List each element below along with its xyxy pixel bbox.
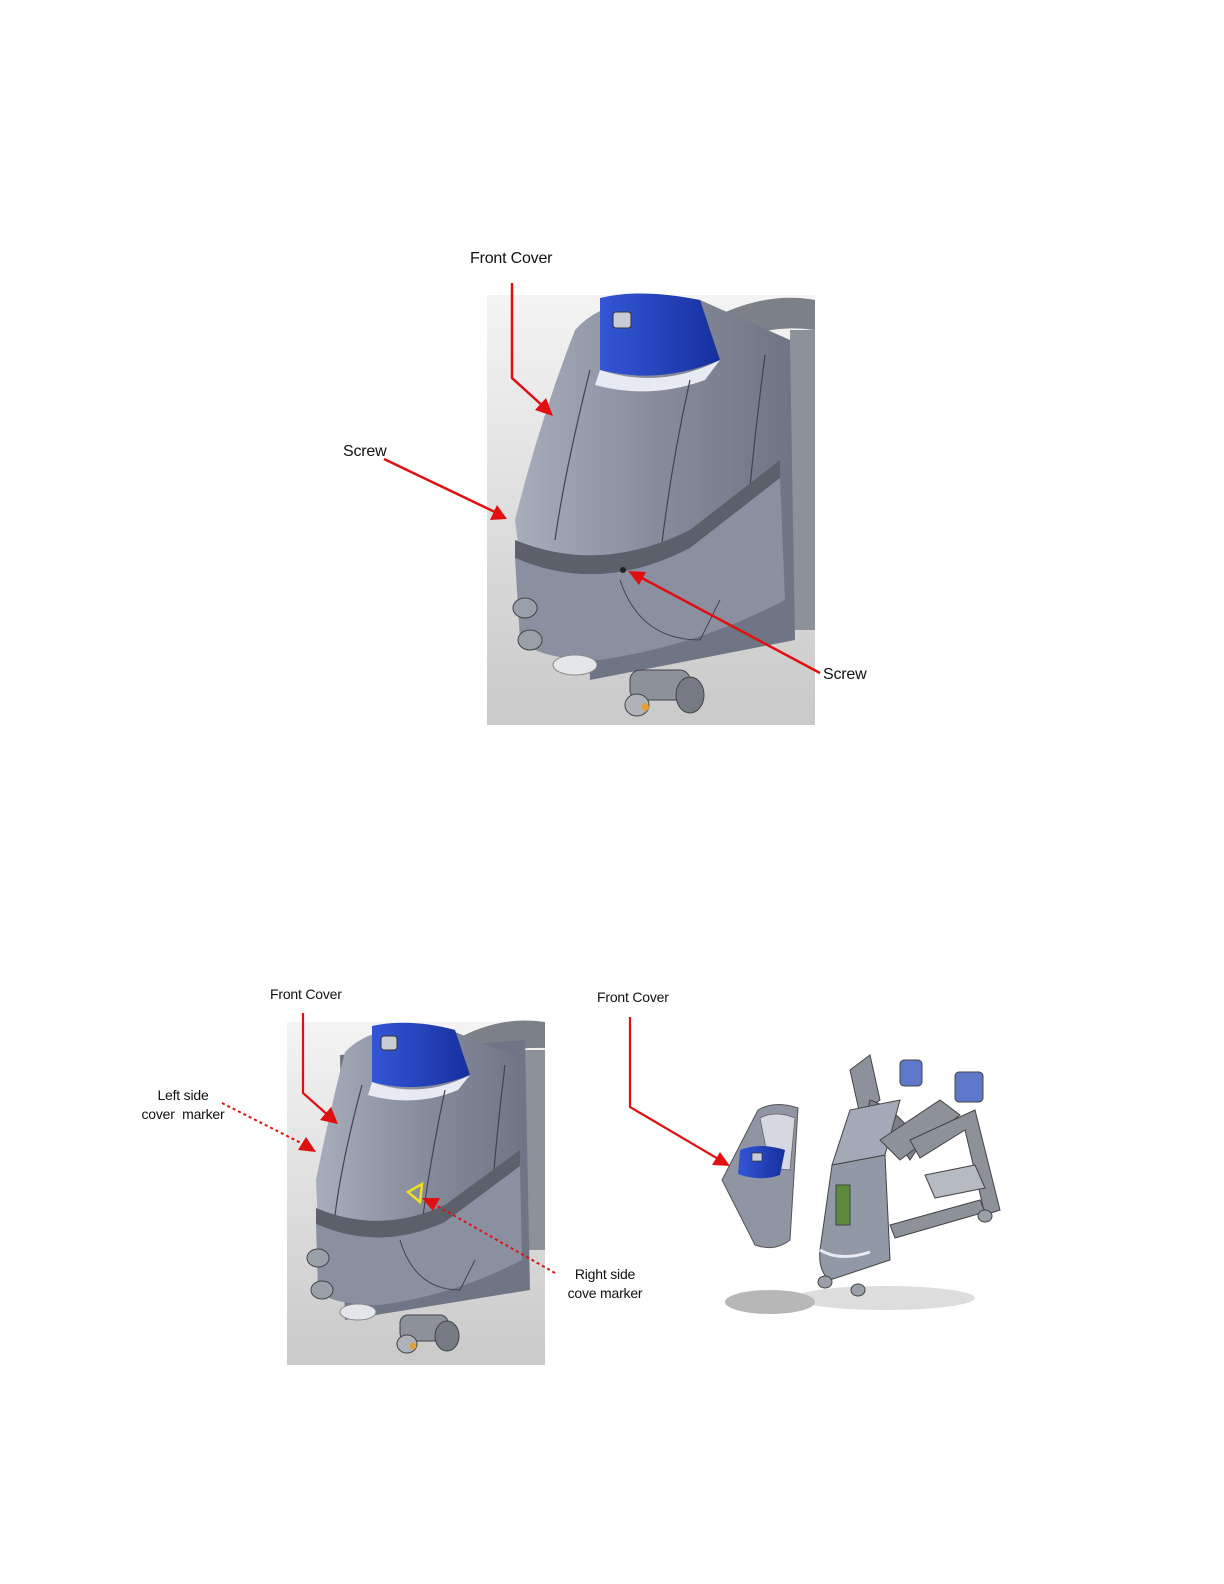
figure-cover-markers: Front Cover Left side cover marker Right…: [0, 960, 620, 1380]
screw-label-right: Screw: [823, 666, 866, 684]
figure-cover-removed: Front Cover: [580, 960, 1040, 1340]
elliptical-base-illustration: [0, 0, 1224, 760]
front-cover-arrow: [630, 1017, 720, 1160]
front-cover-label: Front Cover: [597, 989, 669, 1005]
elliptical-machine: [820, 1055, 1000, 1280]
screw-label-left: Screw: [343, 443, 386, 461]
front-cover-label: Front Cover: [470, 250, 552, 268]
screw-arrow-left: [384, 459, 497, 513]
left-side-marker-label: Left side cover marker: [134, 1086, 232, 1124]
elliptical-cover-removed-illustration: [580, 960, 1040, 1340]
elliptical-base-marker-illustration: [0, 960, 620, 1380]
front-cover-label: Front Cover: [270, 986, 342, 1002]
figure-front-cover-screws: Front Cover Screw Screw: [0, 0, 1224, 760]
